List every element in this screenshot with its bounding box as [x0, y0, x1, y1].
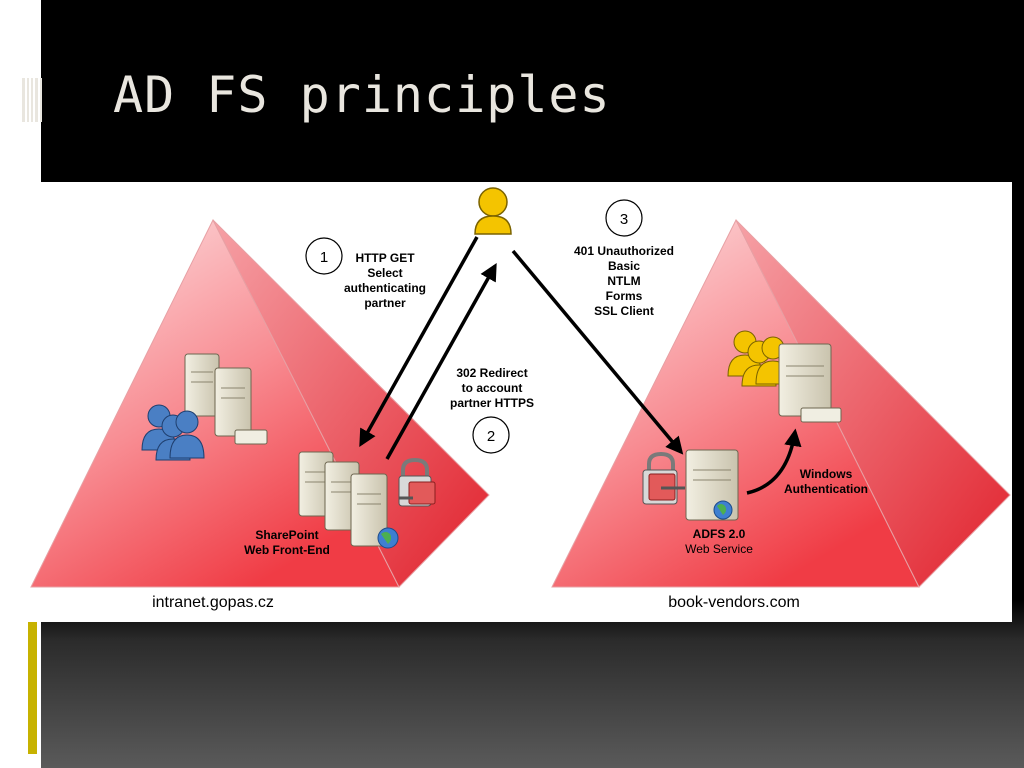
svg-text:2: 2 [487, 428, 495, 445]
left-domain-label: intranet.gopas.cz [152, 594, 274, 611]
user-icon [474, 187, 512, 235]
step-2-badge: 2 [472, 416, 510, 454]
globe-icon [713, 500, 733, 520]
svg-text:authenticating: authenticating [344, 281, 426, 295]
svg-text:Forms: Forms [606, 289, 643, 303]
server-icon [778, 343, 842, 423]
arrow-step-1 [359, 236, 479, 448]
windows-auth-label-line-2: Authentication [784, 482, 868, 496]
svg-text:partner: partner [364, 296, 406, 310]
right-domain-label: book-vendors.com [668, 594, 800, 611]
adfs-label: ADFS 2.0 [693, 527, 746, 541]
svg-text:1: 1 [320, 249, 328, 266]
svg-text:3: 3 [620, 211, 628, 228]
windows-auth-label-line-1: Windows [800, 467, 853, 481]
svg-text:Basic: Basic [608, 259, 640, 273]
users-group-icon [141, 404, 205, 461]
title-bar [41, 0, 1024, 182]
svg-text:NTLM: NTLM [607, 274, 640, 288]
arrow-step-3 [511, 249, 684, 455]
svg-text:to account: to account [462, 381, 523, 395]
svg-text:SSL Client: SSL Client [594, 304, 654, 318]
slide-title: AD FS principles [113, 66, 611, 124]
step-2-label: 302 Redirect to account partner HTTPS [450, 366, 534, 410]
step-3-badge: 3 [605, 199, 643, 237]
step-3-label: 401 Unauthorized Basic NTLM Forms SSL Cl… [574, 244, 674, 318]
sharepoint-label-line-2: Web Front-End [244, 543, 330, 557]
server-icon [184, 353, 220, 417]
svg-text:HTTP GET: HTTP GET [355, 251, 415, 265]
svg-text:401 Unauthorized: 401 Unauthorized [574, 244, 674, 258]
svg-text:partner HTTPS: partner HTTPS [450, 396, 534, 410]
lock-icon [398, 457, 436, 507]
server-icon [214, 367, 268, 445]
web-service-label: Web Service [685, 542, 753, 556]
adfs-diagram: 1 2 3 HTTP GET Select authenticating par… [29, 182, 1012, 622]
lock-icon [642, 451, 685, 505]
svg-text:Select: Select [367, 266, 402, 280]
sharepoint-label-line-1: SharePoint [255, 528, 318, 542]
globe-icon [377, 527, 399, 549]
arrow-step-2 [385, 262, 497, 460]
svg-text:302 Redirect: 302 Redirect [456, 366, 527, 380]
accent-bar [28, 622, 37, 754]
arrow-windows-auth [746, 428, 802, 495]
title-decoration [22, 78, 42, 122]
server-icon [350, 473, 388, 547]
step-1-label: HTTP GET Select authenticating partner [344, 251, 426, 310]
step-1-badge: 1 [305, 237, 343, 275]
